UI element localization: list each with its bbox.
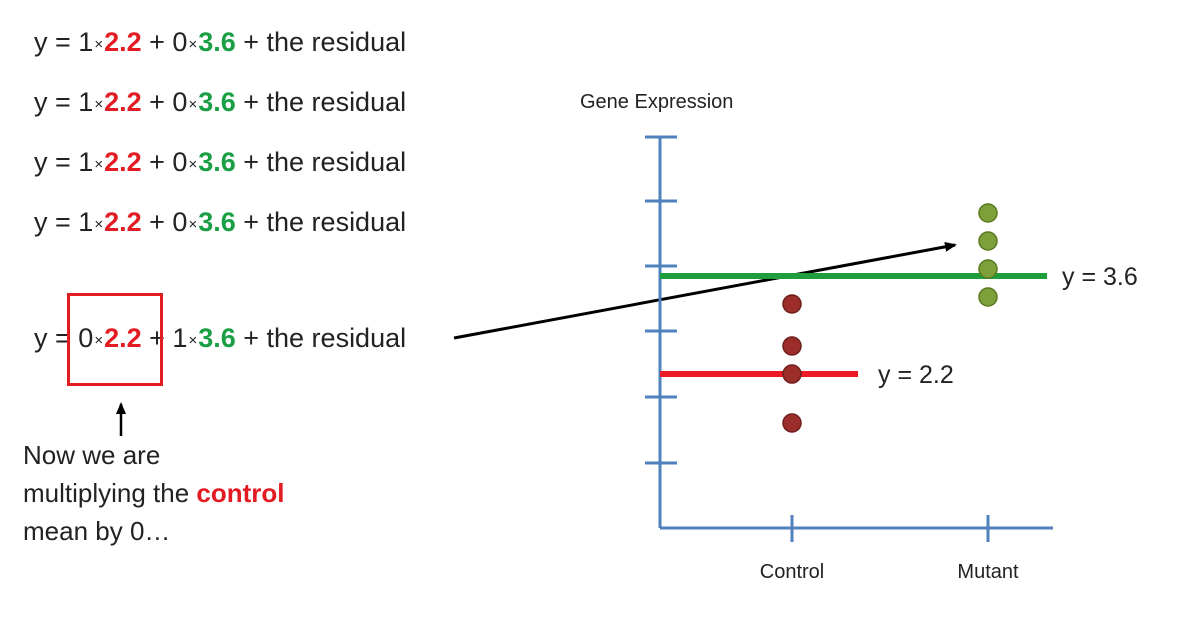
equation-m2: 3.6: [198, 207, 236, 237]
equation-a: 1: [78, 27, 94, 57]
equation-line: y = 1×2.2 + 0×3.6 + the residual: [34, 86, 406, 123]
data-point-mutant: [978, 287, 998, 307]
mean-label-mutant: y = 3.6: [1062, 263, 1138, 291]
control-highlight: control: [196, 478, 285, 508]
equation-m1: 2.2: [104, 147, 142, 177]
equation-tail: + the residual: [235, 87, 407, 117]
equation-x: ×: [94, 36, 104, 53]
equation-b: 1: [172, 323, 188, 353]
note-line-3: mean by 0…: [23, 516, 171, 546]
equation-line: y = 1×2.2 + 0×3.6 + the residual: [34, 26, 406, 63]
equation-y: y =: [34, 87, 79, 117]
equation-x: ×: [94, 216, 104, 233]
equation-plus1: +: [141, 27, 173, 57]
equation-tail: + the residual: [235, 323, 407, 353]
equation-m1: 2.2: [104, 323, 142, 353]
equation-b: 0: [172, 207, 188, 237]
data-point-control: [782, 364, 802, 384]
note-line-2: multiplying the control: [23, 478, 285, 508]
data-point-control: [782, 413, 802, 433]
equation-m2: 3.6: [198, 27, 236, 57]
x-tick-label: Mutant: [957, 561, 1019, 583]
equation-x: ×: [188, 156, 198, 173]
data-point-control: [782, 336, 802, 356]
equation-plus1: +: [141, 87, 173, 117]
equation-m2: 3.6: [198, 323, 236, 353]
equation-m1: 2.2: [104, 207, 142, 237]
equation-m1: 2.2: [104, 27, 142, 57]
equation-x: ×: [188, 332, 198, 349]
equation-a: 1: [78, 147, 94, 177]
mean-label-control: y = 2.2: [878, 361, 954, 389]
explanation-note: Now we are multiplying the control mean …: [23, 436, 285, 550]
equation-tail: + the residual: [235, 27, 407, 57]
equation-a: 0: [78, 323, 94, 353]
equation-y: y =: [34, 207, 79, 237]
equation-m2: 3.6: [198, 147, 236, 177]
equation-x: ×: [188, 216, 198, 233]
equation-b: 0: [172, 27, 188, 57]
equation-plus1: +: [141, 147, 173, 177]
equation-b: 0: [172, 87, 188, 117]
data-point-mutant: [978, 259, 998, 279]
equation-x: ×: [94, 156, 104, 173]
pointer-arrow: [453, 241, 957, 340]
data-point-mutant: [978, 231, 998, 251]
equation-line: y = 1×2.2 + 0×3.6 + the residual: [34, 146, 406, 183]
equation-m2: 3.6: [198, 87, 236, 117]
equation-x: ×: [94, 96, 104, 113]
equation-x: ×: [94, 332, 104, 349]
equation-x: ×: [188, 36, 198, 53]
equation-plus1: +: [141, 207, 173, 237]
highlight-box: [67, 293, 163, 386]
equation-x: ×: [188, 96, 198, 113]
equation-y: y =: [34, 147, 79, 177]
data-point-control: [782, 294, 802, 314]
data-point-mutant: [978, 203, 998, 223]
y-axis-label: Gene Expression: [580, 91, 733, 113]
equation-b: 0: [172, 147, 188, 177]
note-line-1: Now we are: [23, 440, 161, 470]
equation-y: y =: [34, 27, 79, 57]
equation-y: y =: [34, 323, 79, 353]
equation-a: 1: [78, 207, 94, 237]
equation-line: y = 0×2.2 + 1×3.6 + the residual: [34, 322, 406, 359]
x-tick-label: Control: [760, 561, 824, 583]
equation-tail: + the residual: [235, 147, 407, 177]
equation-tail: + the residual: [235, 207, 407, 237]
equation-line: y = 1×2.2 + 0×3.6 + the residual: [34, 206, 406, 243]
equation-a: 1: [78, 87, 94, 117]
equation-m1: 2.2: [104, 87, 142, 117]
